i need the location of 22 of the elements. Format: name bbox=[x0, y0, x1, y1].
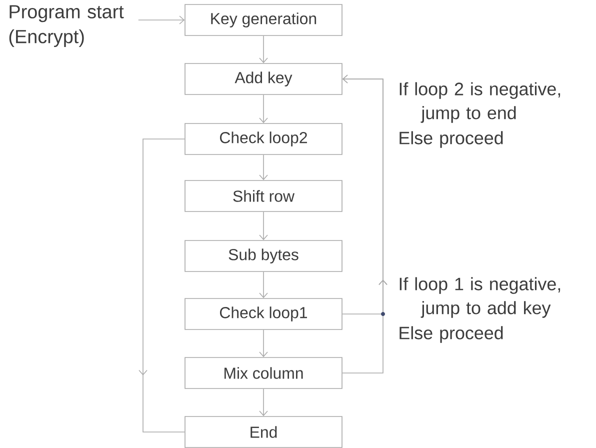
note-text: Else proceed bbox=[400, 131, 503, 148]
arrow bbox=[259, 36, 268, 64]
arrow bbox=[259, 211, 268, 240]
process-box: Check loop1 bbox=[184, 298, 342, 330]
process-box: Mix column bbox=[184, 357, 342, 389]
note-text: If loop 1 is negative, jump to add key bbox=[400, 277, 560, 318]
arrow bbox=[259, 388, 268, 416]
arrow bbox=[259, 272, 268, 298]
arrow bbox=[342, 74, 388, 374]
note-text: Else proceed bbox=[400, 326, 503, 343]
arrow bbox=[259, 94, 268, 124]
arrow bbox=[138, 16, 185, 24]
start-label: Program start (Encrypt) bbox=[9, 5, 124, 48]
arrow bbox=[259, 330, 268, 358]
process-box: Shift row bbox=[184, 180, 342, 212]
arrow bbox=[259, 154, 268, 180]
process-box: Sub bytes bbox=[184, 240, 342, 272]
process-box: Check loop2 bbox=[184, 123, 342, 155]
note-text: If loop 2 is negative, jump to end bbox=[400, 82, 560, 123]
process-box: Key generation bbox=[184, 4, 342, 36]
process-box: End bbox=[184, 416, 342, 448]
process-box: Add key bbox=[184, 63, 342, 95]
